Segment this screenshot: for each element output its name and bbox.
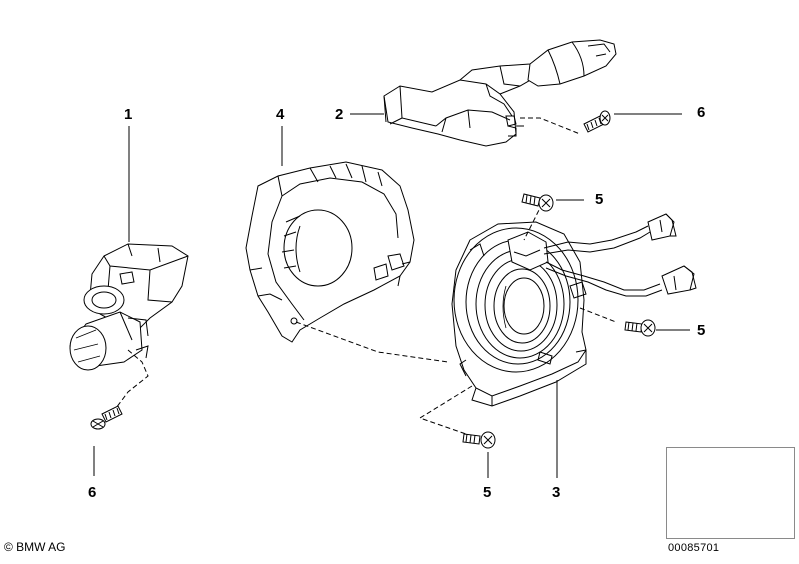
callout-5-bottom: 5 [483, 484, 492, 501]
stalk-switch-part-2[interactable] [383, 39, 617, 147]
clock-spring-part-3[interactable] [451, 213, 697, 407]
callout-6-top: 6 [697, 104, 706, 121]
switch-part-1[interactable] [69, 243, 189, 371]
vehicle-thumbnail-frame [666, 447, 795, 539]
callout-5-right: 5 [697, 322, 706, 339]
screw-5-bottom[interactable] [462, 431, 496, 449]
callout-5-top: 5 [595, 191, 604, 208]
screw-bottom-left[interactable] [90, 405, 123, 430]
callout-1: 1 [124, 106, 133, 123]
screw-5-right[interactable] [624, 319, 656, 337]
callout-4: 4 [276, 106, 285, 123]
image-number: 00085701 [668, 542, 720, 554]
callout-2: 2 [335, 106, 344, 123]
screw-5-top[interactable] [521, 193, 554, 212]
callout-6-bottom: 6 [88, 484, 97, 501]
copyright-text: © BMW AG [4, 540, 66, 554]
screw-top-right[interactable] [583, 110, 611, 133]
bracket-part-4[interactable] [245, 161, 415, 343]
callout-3: 3 [552, 484, 561, 501]
